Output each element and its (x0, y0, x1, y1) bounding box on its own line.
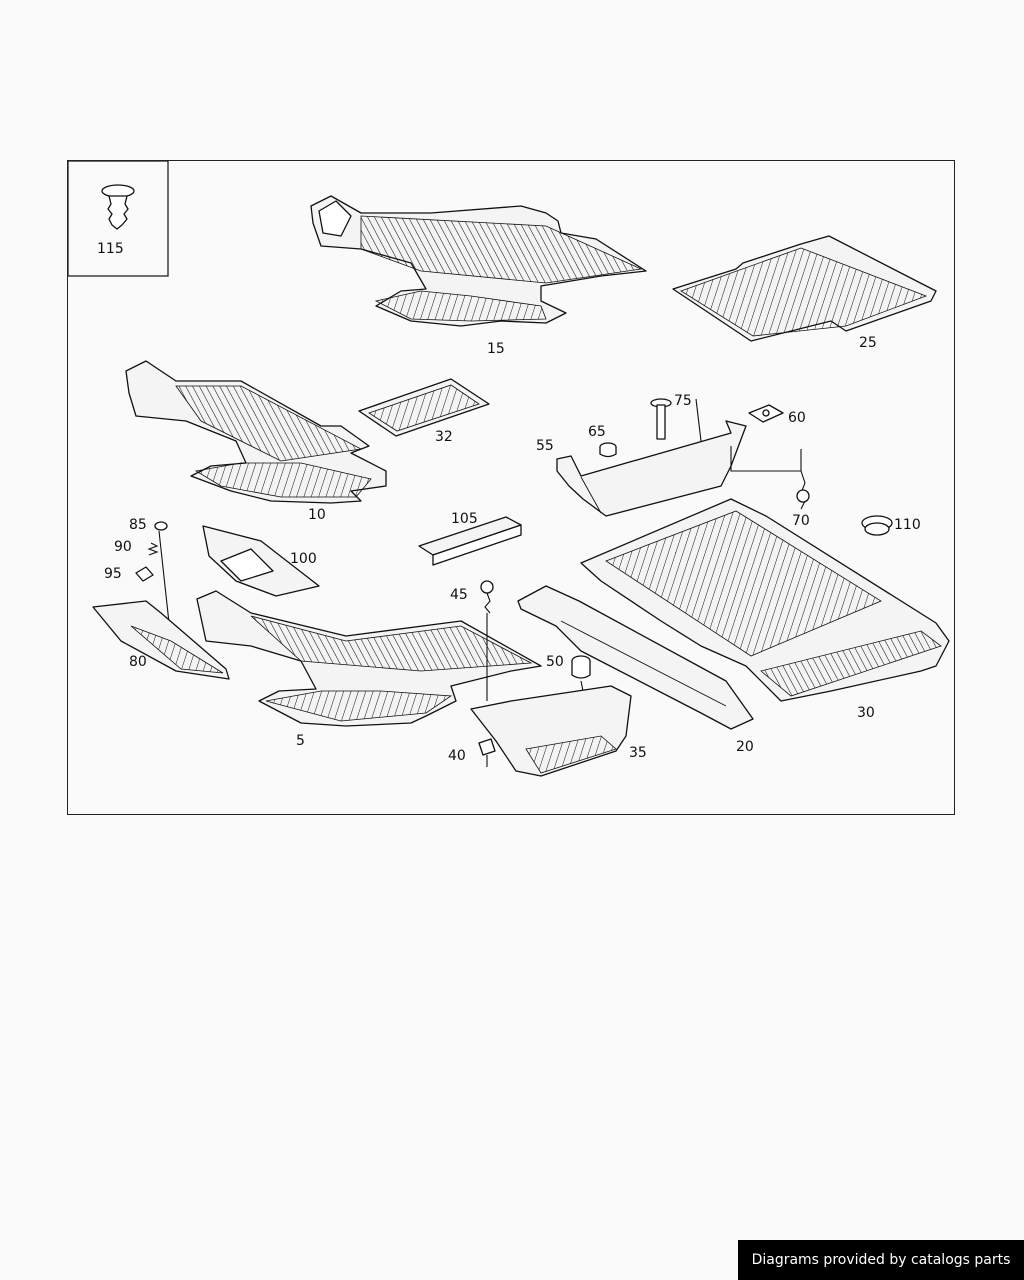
bracket-55 (556, 398, 802, 517)
footer-credit-text: Diagrams provided by catalogs parts (751, 1252, 1011, 1268)
callout-32: 32 (435, 429, 453, 445)
grommet-40 (478, 738, 496, 767)
parts-diagram: 115 15 25 10 32 55 65 (68, 161, 950, 777)
callout-20: 20 (736, 739, 754, 755)
clip-95 (135, 566, 154, 582)
callout-45: 45 (450, 587, 468, 603)
screw-70 (796, 470, 810, 510)
cargo-mat-25 (672, 235, 937, 342)
callout-25: 25 (859, 335, 877, 351)
callout-95: 95 (104, 566, 122, 582)
strip-105 (418, 516, 522, 566)
callout-40: 40 (448, 748, 466, 764)
floor-mat-15 (310, 195, 647, 327)
floor-mat-5 (196, 590, 542, 727)
callout-90: 90 (114, 539, 132, 555)
cargo-floor-30 (580, 498, 950, 702)
clip-nut-60 (748, 404, 784, 423)
grommet-65 (599, 442, 617, 458)
spring-90 (147, 542, 159, 556)
callout-75: 75 (674, 393, 692, 409)
callout-65: 65 (588, 424, 606, 440)
callout-10: 10 (308, 507, 326, 523)
callout-110: 110 (894, 517, 921, 533)
callout-115: 115 (97, 241, 124, 257)
parts-diagram-frame: 115 15 25 10 32 55 65 (67, 160, 955, 815)
callout-80: 80 (129, 654, 147, 670)
callout-60: 60 (788, 410, 806, 426)
clip-rivet-115 (101, 184, 135, 230)
trim-100 (202, 525, 320, 597)
step-well-35 (470, 685, 632, 777)
bolt-75 (650, 398, 672, 440)
inset-box (68, 161, 169, 277)
callout-85: 85 (129, 517, 147, 533)
callout-105: 105 (451, 511, 478, 527)
callout-5: 5 (296, 733, 305, 749)
callout-55: 55 (536, 438, 554, 454)
mat-32 (358, 378, 490, 437)
callout-35: 35 (629, 745, 647, 761)
callout-15: 15 (487, 341, 505, 357)
footer-credit-banner: Diagrams provided by catalogs parts (738, 1240, 1024, 1280)
callout-100: 100 (290, 551, 317, 567)
panel-80 (92, 600, 230, 680)
cap-85 (154, 521, 168, 531)
callout-50: 50 (546, 654, 564, 670)
screw-45 (480, 580, 494, 701)
callout-70: 70 (792, 513, 810, 529)
callout-30: 30 (857, 705, 875, 721)
cross-member-20 (517, 585, 754, 730)
floor-mat-10 (125, 360, 387, 504)
plug-110 (861, 515, 893, 536)
